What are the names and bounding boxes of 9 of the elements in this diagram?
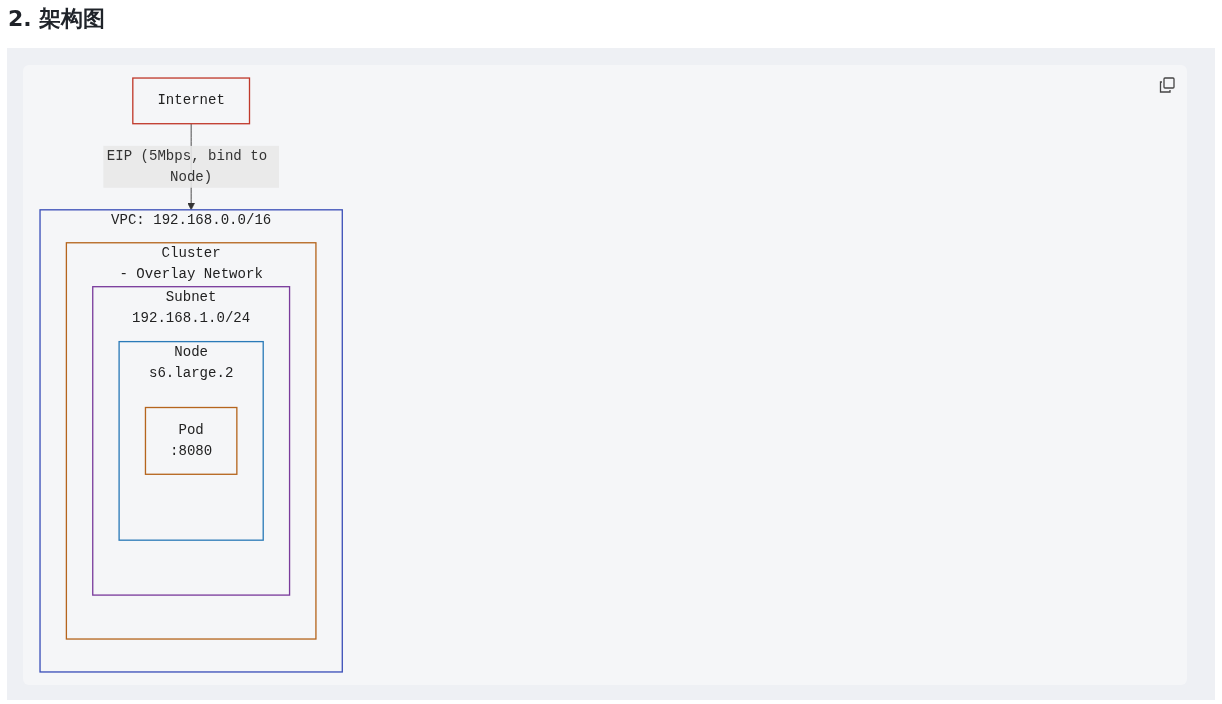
cluster <box>118 340 264 541</box>
edge-label: EIP (5Mbps, bind to Node) <box>106 148 268 186</box>
node-box <box>144 406 238 475</box>
node-box <box>132 77 251 125</box>
cluster <box>92 286 291 596</box>
cluster <box>39 209 343 673</box>
cluster <box>65 242 317 640</box>
code-panel: EIP (5Mbps, bind to Node) VPC: 192.168.0.0/16 Cluster - Overlay Network Subnet 192.168.1.0/24 Node s6.large.2 Pod :8080 Internet <box>23 65 1187 685</box>
page-title: 2. 架构图 <box>8 5 106 33</box>
